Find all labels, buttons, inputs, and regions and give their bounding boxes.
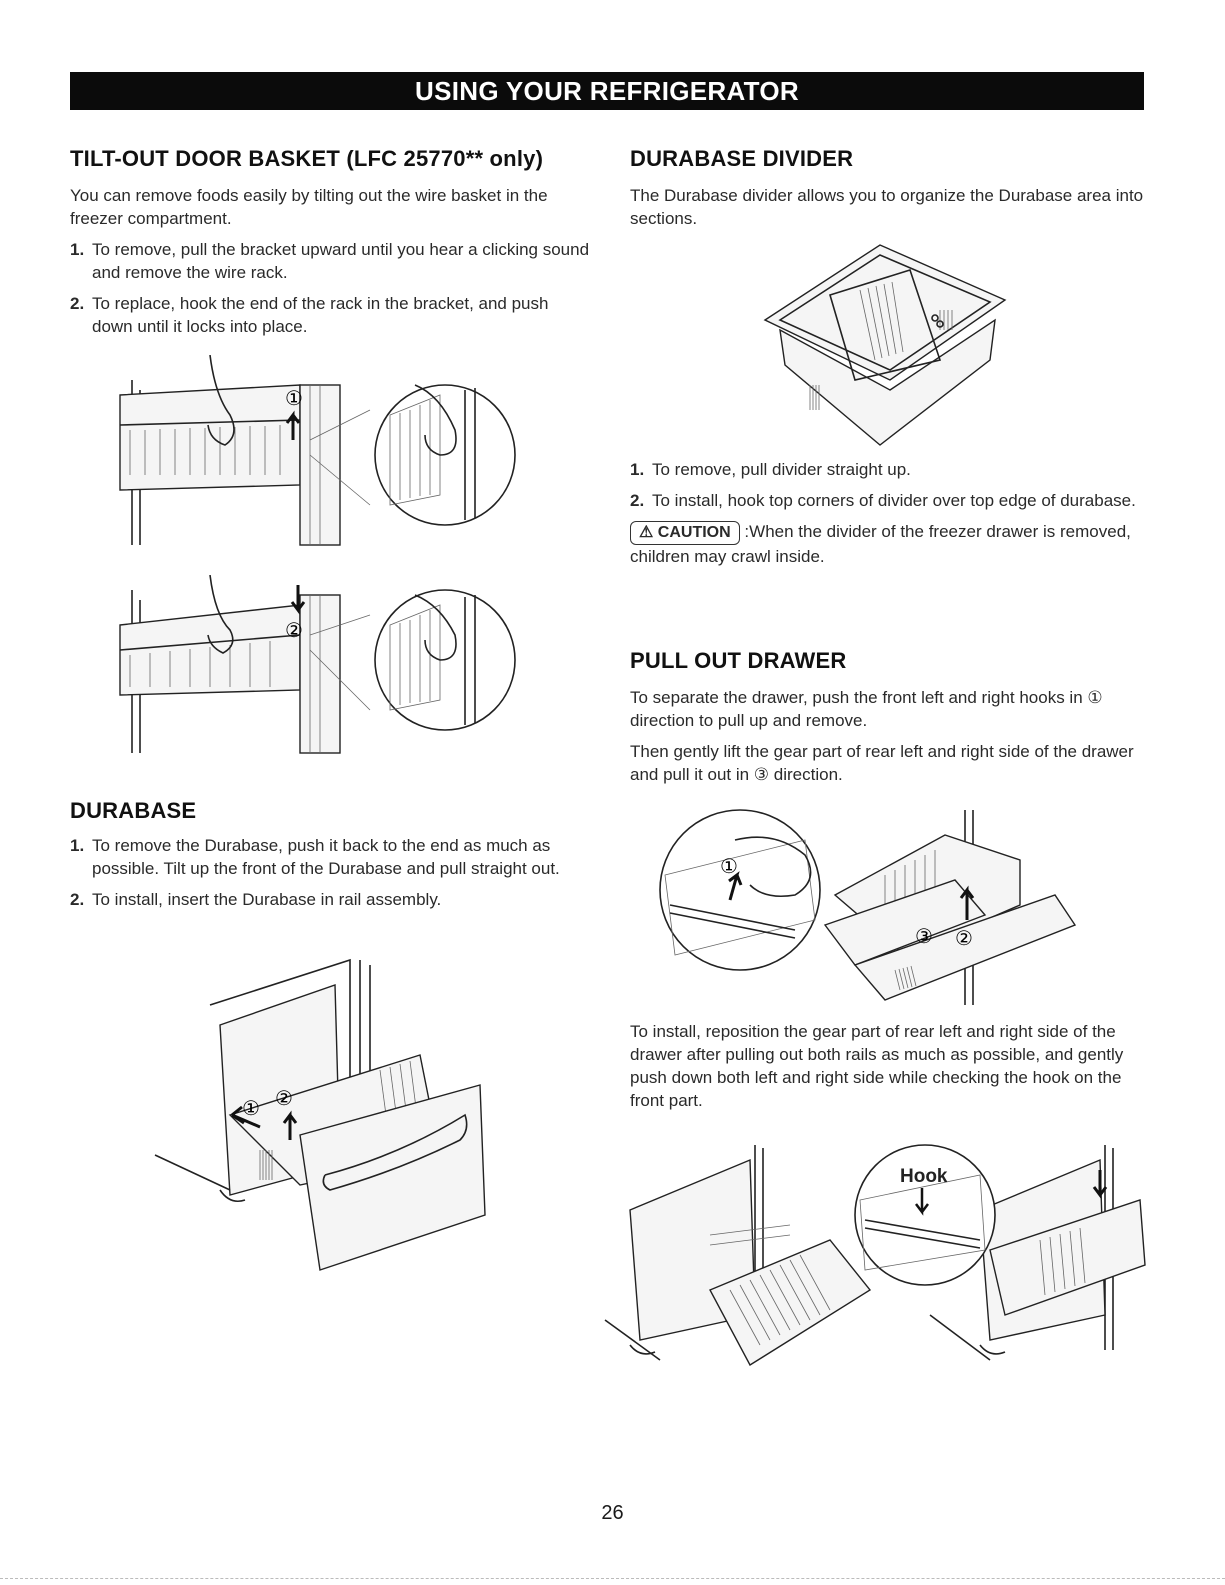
step-marker-2: ② xyxy=(285,620,303,642)
step-text: To install, insert the Durabase in rail … xyxy=(92,890,442,909)
step-number: 1. xyxy=(70,836,85,855)
warning-triangle-icon: ⚠ xyxy=(639,524,654,541)
tilt-out-intro: You can remove foods easily by tilting o… xyxy=(70,186,548,228)
caution-label: CAUTION xyxy=(657,524,731,541)
divider-heading: DURABASE DIVIDER xyxy=(630,146,854,171)
durabase-step-1: 1. To remove the Durabase, push it back … xyxy=(70,834,590,880)
pull-out-heading: PULL OUT DRAWER xyxy=(630,648,847,673)
divider-intro: The Durabase divider allows you to organ… xyxy=(630,186,1144,228)
durabase-divider-illustration xyxy=(763,244,1007,446)
durabase-section: DURABASE 1. To remove the Durabase, push… xyxy=(70,798,590,911)
drawer-install-illustration: Hook xyxy=(604,1144,1146,1366)
step-number: 2. xyxy=(70,890,85,909)
divider-steps: 1. To remove, pull divider straight up. … xyxy=(630,458,1150,568)
hook-label: Hook xyxy=(900,1166,948,1187)
durabase-heading: DURABASE xyxy=(70,798,197,823)
tilt-out-step-2: 2. To replace, hook the end of the rack … xyxy=(70,292,590,338)
pull-out-para-2: Then gently lift the gear part of rear l… xyxy=(630,742,1134,784)
page-number: 26 xyxy=(601,1502,624,1524)
step-marker-1: ① xyxy=(720,856,738,878)
tilt-out-step-1: 1. To remove, pull the bracket upward un… xyxy=(70,238,590,284)
caution-text: :When the divider of the freezer drawer … xyxy=(630,522,1131,566)
step-marker-2: ② xyxy=(275,1088,293,1110)
step-text: To replace, hook the end of the rack in … xyxy=(92,294,549,336)
step-number: 2. xyxy=(630,491,645,510)
caution-note: ⚠ CAUTION :When the divider of the freez… xyxy=(630,520,1150,568)
step-text: To remove the Durabase, push it back to … xyxy=(92,836,560,878)
tilt-out-section: TILT-OUT DOOR BASKET (LFC 25770** only) … xyxy=(70,146,590,338)
page-banner: USING YOUR REFRIGERATOR xyxy=(70,72,1144,110)
divider-step-1: 1. To remove, pull divider straight up. xyxy=(630,458,1150,481)
durabase-step-2: 2. To install, insert the Durabase in ra… xyxy=(70,888,590,911)
caution-badge: ⚠ CAUTION xyxy=(630,521,740,545)
step-marker-1: ① xyxy=(285,388,303,410)
pull-out-drawer-illustration: ① ③ ② xyxy=(659,809,1077,1005)
durabase-illustration: ① ② xyxy=(154,958,486,1271)
step-text: To remove, pull divider straight up. xyxy=(652,460,911,479)
step-marker-2: ② xyxy=(955,928,973,950)
step-marker-1: ① xyxy=(242,1098,260,1120)
tilt-out-remove-illustration: ① xyxy=(119,355,516,546)
pull-out-install: To install, reposition the gear part of … xyxy=(630,1020,1150,1112)
step-number: 2. xyxy=(70,294,85,313)
divider-step-2: 2. To install, hook top corners of divid… xyxy=(630,489,1150,512)
footer-divider xyxy=(0,1578,1225,1579)
step-text: To install, hook top corners of divider … xyxy=(652,491,1136,510)
tilt-out-replace-illustration: ② xyxy=(119,575,516,754)
step-number: 1. xyxy=(70,240,85,259)
step-text: To remove, pull the bracket upward until… xyxy=(92,240,590,282)
step-marker-3: ③ xyxy=(915,926,933,948)
pull-out-section: PULL OUT DRAWER To separate the drawer, … xyxy=(630,648,1150,786)
step-number: 1. xyxy=(630,460,645,479)
pull-out-para-1: To separate the drawer, push the front l… xyxy=(630,688,1103,730)
divider-section: DURABASE DIVIDER The Durabase divider al… xyxy=(630,146,1150,230)
pull-out-para-3: To install, reposition the gear part of … xyxy=(630,1022,1124,1110)
tilt-out-heading: TILT-OUT DOOR BASKET (LFC 25770** only) xyxy=(70,146,544,171)
